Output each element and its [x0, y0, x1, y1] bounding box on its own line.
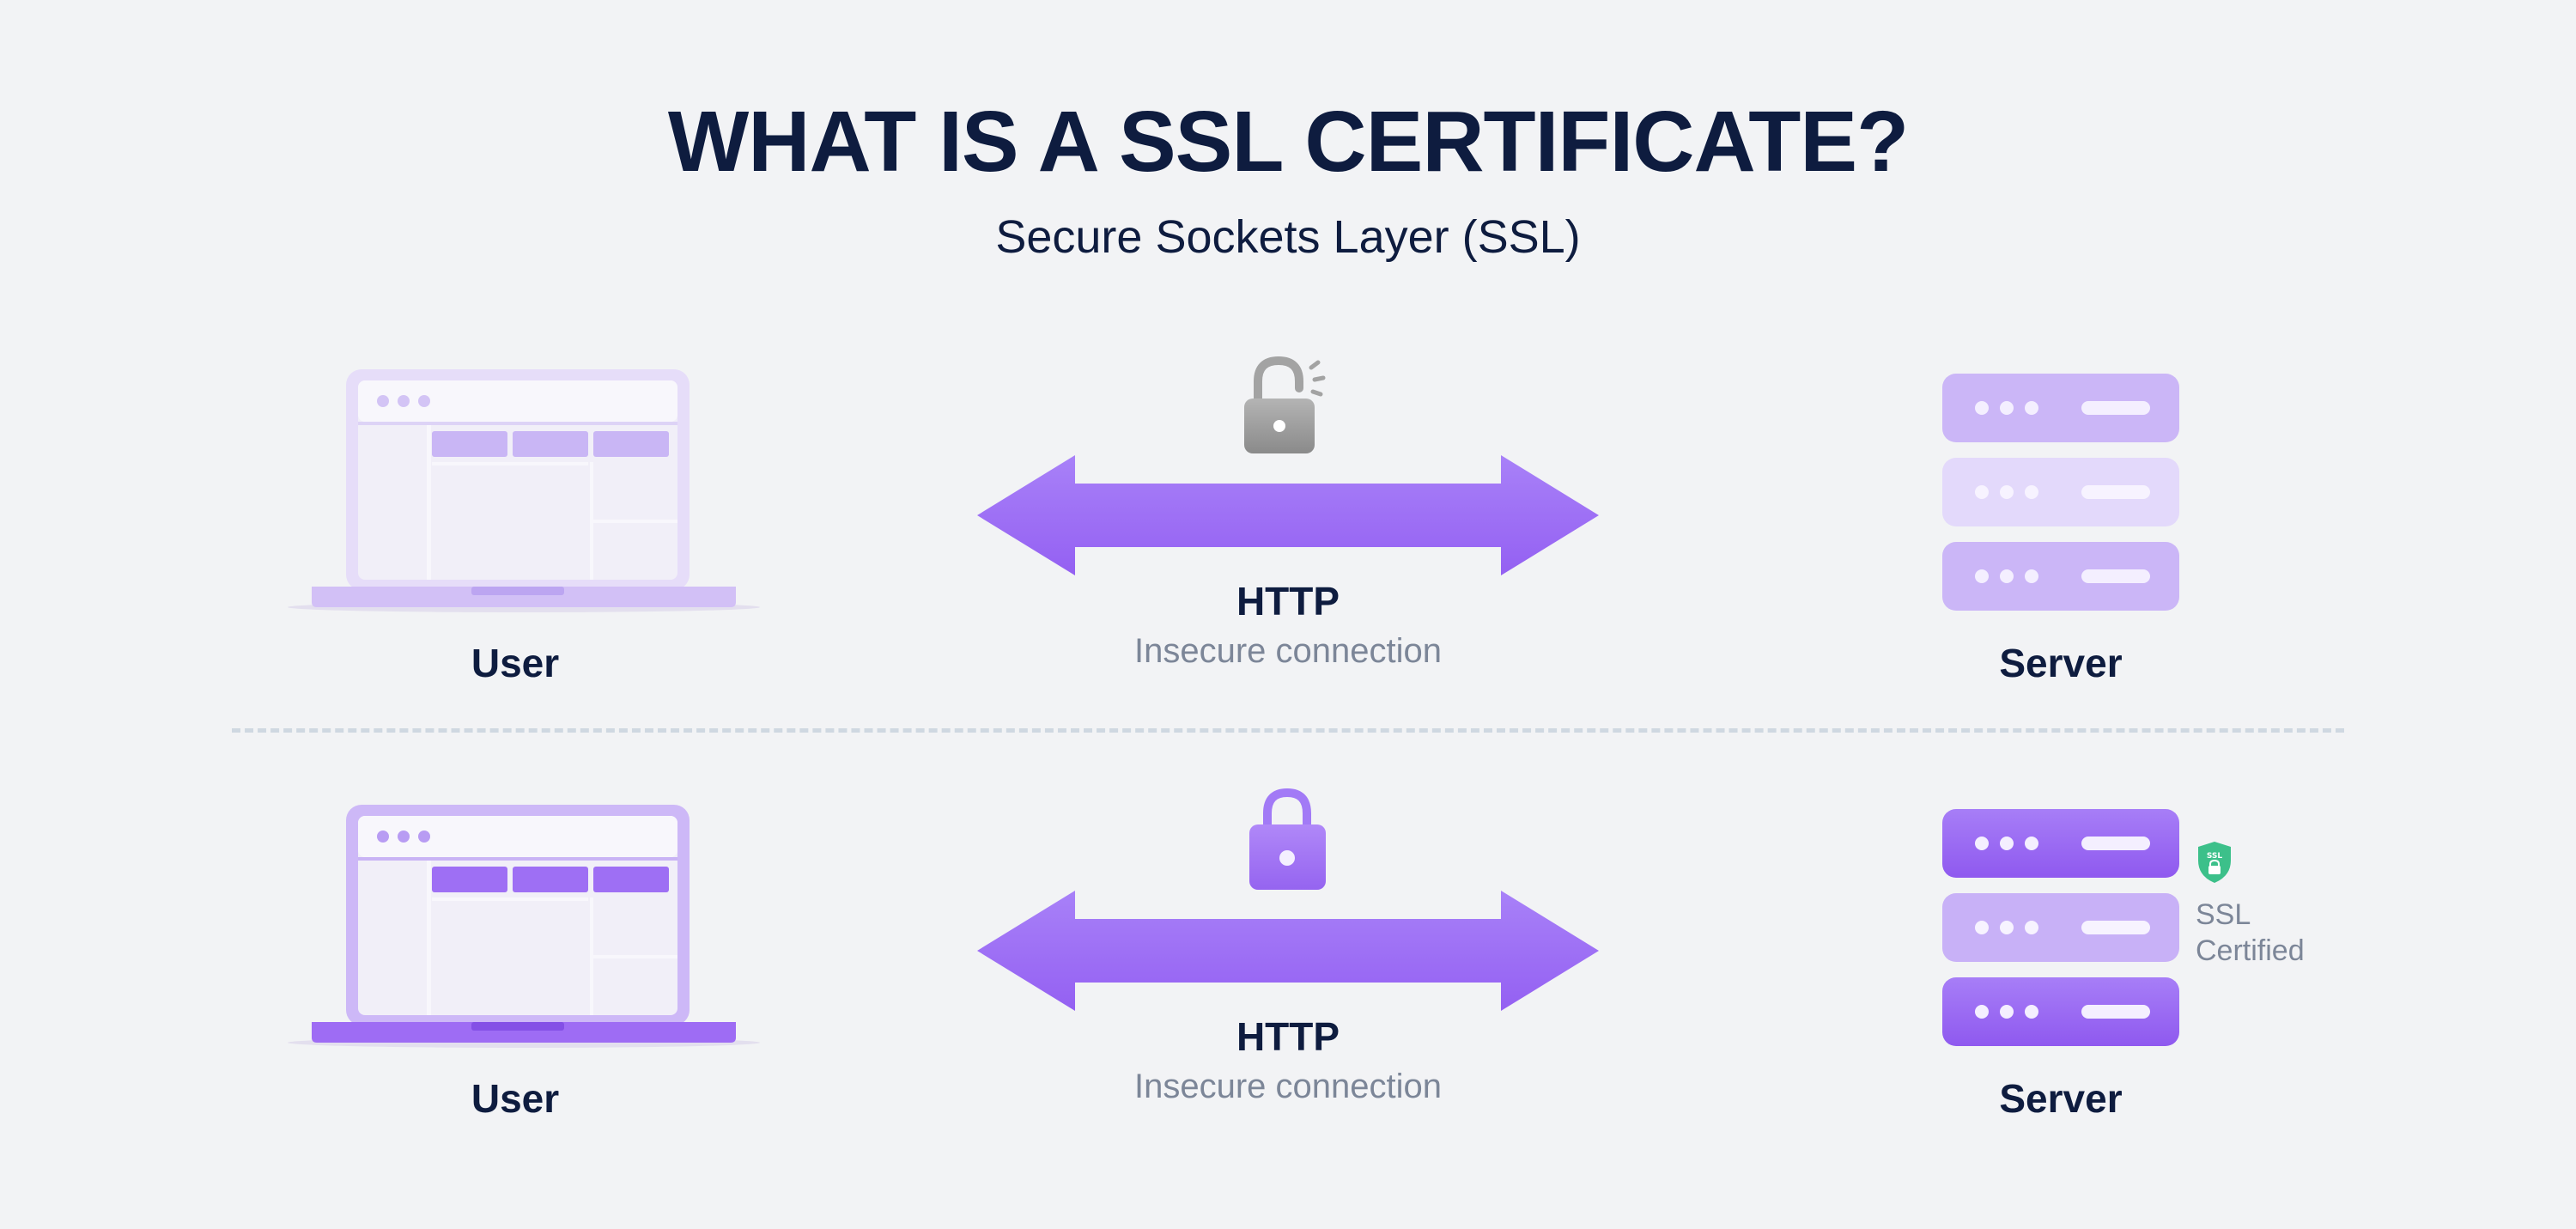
page-title: WHAT IS A SSL CERTIFICATE?	[667, 94, 1909, 190]
laptop-icon	[288, 369, 760, 612]
protocol-label: HTTP	[1236, 579, 1340, 624]
ssl-certified-label: SSL Certified	[2196, 897, 2305, 969]
connection-status-label: Insecure connection	[1133, 632, 1442, 670]
user-label: User	[471, 641, 560, 685]
user-label: User	[471, 1076, 560, 1121]
ssl-badge-text: SSL	[2207, 852, 2223, 861]
protocol-label: HTTP	[1236, 1014, 1340, 1059]
locked-padlock-icon	[1249, 788, 1326, 890]
connection-status-label: Insecure connection	[1133, 1068, 1442, 1105]
page-subtitle: Secure Sockets Layer (SSL)	[995, 211, 1581, 263]
double-arrow-icon	[977, 891, 1599, 1011]
server-stack-icon	[1942, 809, 2179, 1046]
ssl-certified-line2: Certified	[2196, 934, 2305, 967]
laptop-icon	[288, 805, 760, 1048]
server-label: Server	[1999, 1076, 2123, 1121]
server-stack-icon	[1942, 374, 2179, 611]
unlocked-padlock-icon	[1244, 356, 1326, 453]
double-arrow-icon	[977, 455, 1599, 575]
section-divider	[232, 728, 2344, 733]
ssl-certified-line1: SSL	[2196, 898, 2251, 931]
ssl-shield-icon: SSL	[2198, 842, 2231, 883]
server-label: Server	[1999, 641, 2123, 685]
